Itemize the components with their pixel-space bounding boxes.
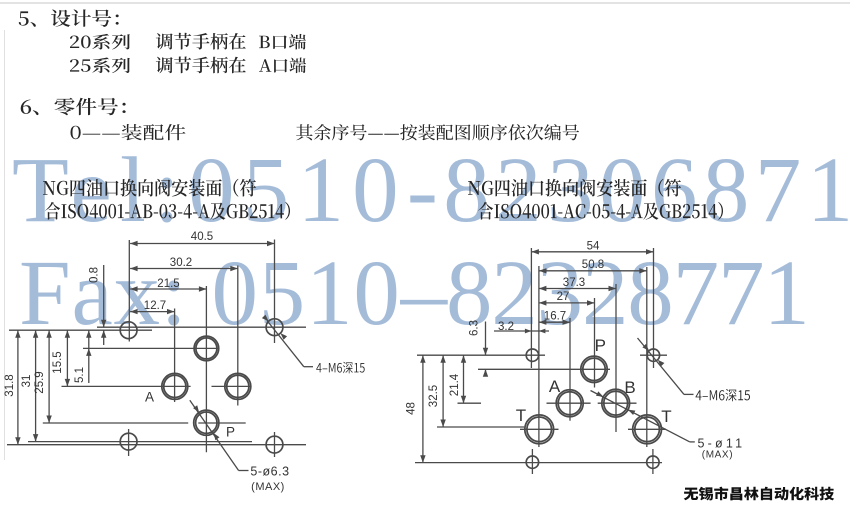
svg-text:A: A	[549, 377, 561, 396]
svg-text:50.8: 50.8	[582, 259, 604, 271]
svg-text:25.9: 25.9	[34, 371, 46, 393]
svg-text:21.4: 21.4	[449, 373, 461, 396]
svg-text:27: 27	[557, 291, 570, 303]
svg-text:T: T	[661, 407, 671, 426]
svg-text:5.1: 5.1	[74, 367, 86, 383]
svg-text:P: P	[226, 425, 235, 440]
svg-text:P: P	[595, 336, 606, 355]
svg-text:15.5: 15.5	[52, 351, 64, 373]
svg-text:16.7: 16.7	[544, 311, 566, 323]
svg-text:0.8: 0.8	[89, 267, 101, 283]
svg-text:40.5: 40.5	[191, 231, 213, 243]
svg-text:B: B	[624, 378, 635, 397]
svg-text:54: 54	[587, 240, 600, 252]
svg-text:6.3: 6.3	[469, 320, 481, 336]
svg-text:A: A	[145, 390, 154, 405]
svg-text:48: 48	[406, 402, 418, 415]
svg-text:3.2: 3.2	[498, 321, 514, 333]
svg-text:T: T	[516, 406, 526, 425]
svg-text:5-ø11: 5-ø11	[698, 437, 746, 451]
svg-text:12.7: 12.7	[144, 300, 166, 312]
svg-text:31: 31	[21, 375, 33, 388]
svg-text:5-ø6.3: 5-ø6.3	[250, 465, 289, 479]
svg-text:30.2: 30.2	[170, 257, 192, 269]
svg-text:(MAX): (MAX)	[702, 450, 733, 461]
svg-text:37.3: 37.3	[563, 277, 585, 289]
svg-text:31.8: 31.8	[4, 374, 16, 396]
svg-text:21.5: 21.5	[157, 278, 179, 290]
svg-text:(MAX): (MAX)	[251, 481, 285, 493]
svg-text:32.5: 32.5	[428, 385, 440, 407]
